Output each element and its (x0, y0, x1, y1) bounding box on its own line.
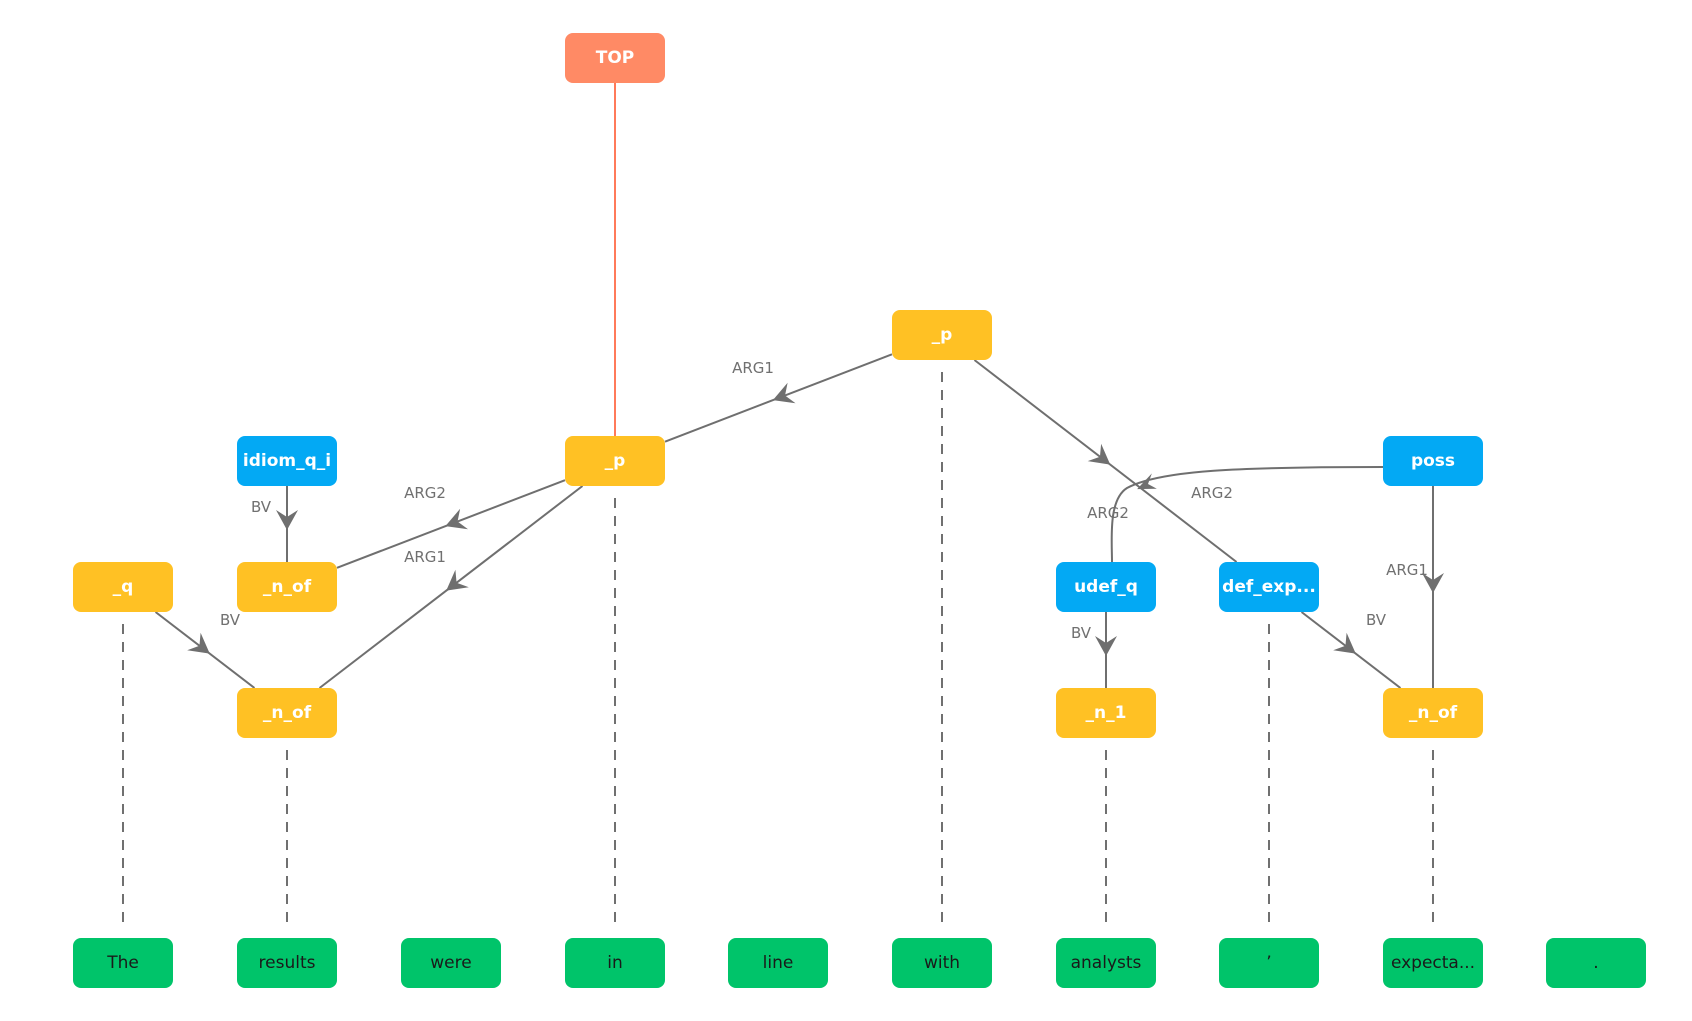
word-token[interactable]: in (565, 938, 665, 988)
edge-q_the-to-n_of_results: BV (154, 611, 256, 689)
edge-label-bv: BV (1366, 611, 1387, 629)
edge-label-arg2: ARG2 (1087, 504, 1129, 522)
node-idiom-q-i[interactable]: idiom_q_i (237, 436, 337, 486)
node-top[interactable]: TOP (565, 33, 665, 83)
node-p-with[interactable]: _p (892, 310, 992, 360)
edge-arrowhead (1333, 632, 1356, 654)
word-token[interactable]: were (401, 938, 501, 988)
word-token[interactable]: ’ (1219, 938, 1319, 988)
edge-idiom_q_i-to-n_of_line: BV (251, 486, 298, 562)
node-def-exp[interactable]: def_exp... (1219, 562, 1319, 612)
node-poss[interactable]: poss (1383, 436, 1483, 486)
word-token[interactable]: expecta... (1383, 938, 1483, 988)
node-q-the[interactable]: _q (73, 562, 173, 612)
edge-p_in-to-n_of_results: ARG1 (318, 485, 584, 689)
word-token[interactable]: . (1546, 938, 1646, 988)
edge-arrowhead (445, 508, 469, 530)
edge-label-bv: BV (251, 498, 272, 516)
edge-arrowhead (1095, 636, 1117, 656)
node-n-of-results[interactable]: _n_of (237, 688, 337, 738)
word-token[interactable]: line (728, 938, 828, 988)
word-token[interactable]: with (892, 938, 992, 988)
edge-udef_q-to-n_1: BV (1071, 612, 1117, 688)
edge-arrowhead (1422, 573, 1444, 593)
node-n-of-line[interactable]: _n_of (237, 562, 337, 612)
word-token[interactable]: analysts (1056, 938, 1156, 988)
node-n-1[interactable]: _n_1 (1056, 688, 1156, 738)
edge-p_with-to-p_in: ARG1 (664, 353, 893, 443)
edge-arrowhead (446, 569, 469, 591)
node-n-of-expect[interactable]: _n_of (1383, 688, 1483, 738)
edge-label-bv: BV (1071, 624, 1092, 642)
edge-label-arg1: ARG1 (1386, 561, 1428, 579)
edge-label-bv: BV (220, 611, 241, 629)
node-p-in[interactable]: _p (565, 436, 665, 486)
edge-arrowhead (772, 382, 796, 404)
word-token[interactable]: results (237, 938, 337, 988)
node-udef-q[interactable]: udef_q (1056, 562, 1156, 612)
edge-p_in-to-n_of_line: ARG2 (336, 479, 566, 569)
edge-arrowhead (1087, 443, 1111, 465)
edge-poss-to-udef_q: ARG2 (1087, 466, 1384, 563)
edge-arrowhead (276, 510, 298, 530)
edge-poss-to-n_of_expect: ARG1 (1386, 486, 1444, 688)
edge-arrowhead (187, 632, 210, 654)
word-token[interactable]: The (73, 938, 173, 988)
edge-label-arg2: ARG2 (1191, 484, 1233, 502)
edge-arrowhead (1137, 473, 1157, 490)
edge-p_with-to-def_exp: ARG2 (973, 359, 1238, 563)
edge-label-arg2: ARG2 (404, 484, 446, 502)
edge-def_exp-to-n_of_expect: BV (1300, 611, 1402, 689)
edge-label-arg1: ARG1 (404, 548, 446, 566)
edge-label-arg1: ARG1 (732, 359, 774, 377)
edge-path (1110, 466, 1384, 563)
